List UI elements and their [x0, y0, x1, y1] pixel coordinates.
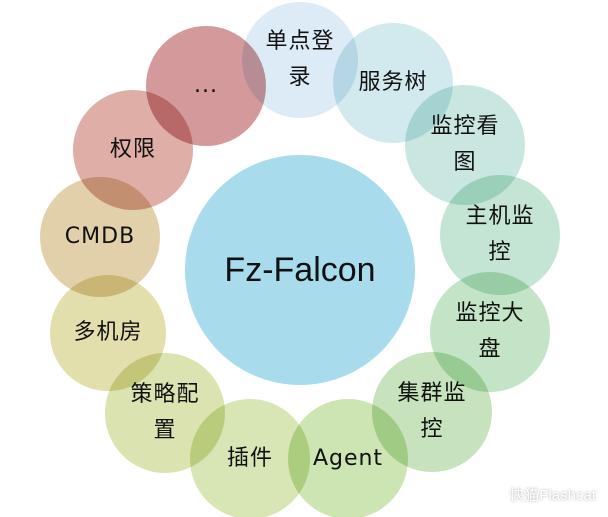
petal-label: 多机房 [73, 320, 143, 345]
petal-label: 监控大 盘 [455, 301, 525, 362]
petal-label: 集群监 控 [397, 381, 467, 442]
petal-label: 策略配 置 [130, 382, 200, 443]
center-label: Fz-Falcon [224, 250, 376, 289]
petal-12: ... [146, 26, 266, 146]
watermark-text: 快猫Flashcat [509, 487, 596, 504]
petal-label: Agent [312, 446, 384, 471]
petal-label: 监控看 图 [430, 114, 500, 175]
watermark: 快猫Flashcat [481, 484, 596, 505]
petal-label: 主机监 控 [465, 204, 535, 265]
petal-label: 插件 [226, 446, 273, 471]
petal-label: 服务树 [358, 70, 428, 95]
petal-label: ... [194, 73, 218, 98]
center-circle: Fz-Falcon [185, 155, 415, 385]
petal-label: 权限 [109, 137, 156, 162]
petal-1: 服务树 [333, 23, 453, 143]
petal-label: CMDB [64, 224, 136, 249]
petal-label: 单点登 录 [265, 29, 335, 90]
wechat-icon [481, 485, 503, 503]
